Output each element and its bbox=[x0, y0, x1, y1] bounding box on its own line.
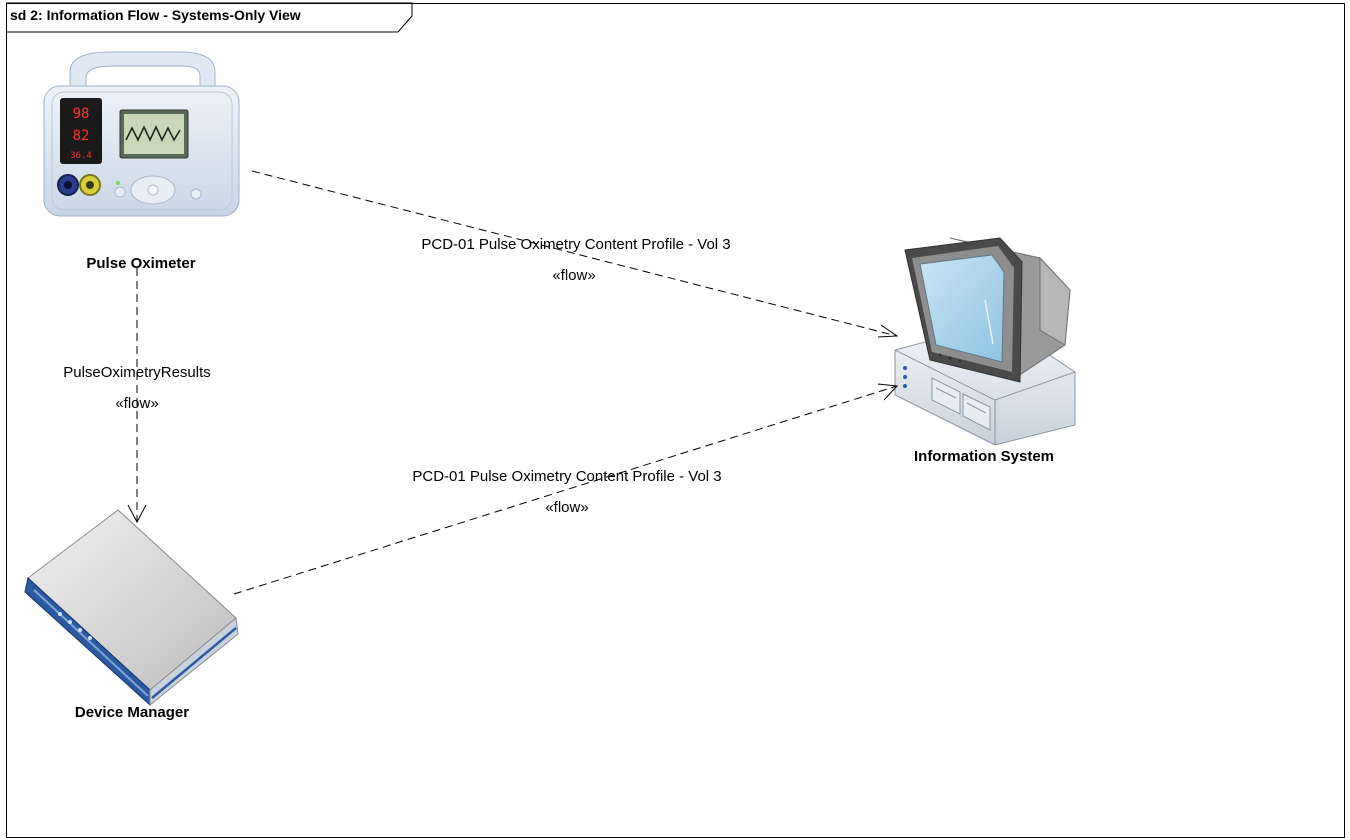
flow-3-name: PCD-01 Pulse Oximetry Content Profile - … bbox=[412, 468, 722, 485]
information-system-label: Information System bbox=[913, 448, 1055, 465]
diagram-frame bbox=[6, 3, 1345, 838]
flow-2-name: PulseOximetryResults bbox=[63, 364, 211, 381]
flow-1-stereotype: «flow» bbox=[552, 267, 596, 284]
spo2-readout: 98 bbox=[73, 106, 90, 122]
flow-oximeter-to-device-manager bbox=[127, 268, 147, 524]
pulse-oximeter-label: Pulse Oximeter bbox=[86, 255, 196, 272]
pulse-oximeter-icon: 98 82 36.4 bbox=[43, 51, 240, 217]
temp-readout: 36.4 bbox=[70, 151, 92, 161]
frame-title: sd 2: Information Flow - Systems-Only Vi… bbox=[10, 7, 301, 23]
information-system-icon bbox=[894, 237, 1076, 446]
flow-oximeter-to-information-system bbox=[251, 170, 899, 338]
flow-device-manager-to-information-system bbox=[233, 383, 899, 595]
flow-2-stereotype: «flow» bbox=[115, 395, 159, 412]
flow-3-stereotype: «flow» bbox=[545, 499, 589, 516]
flow-1-name: PCD-01 Pulse Oximetry Content Profile - … bbox=[421, 236, 731, 253]
device-manager-icon bbox=[24, 509, 239, 707]
pulse-readout: 82 bbox=[73, 128, 90, 144]
device-manager-label: Device Manager bbox=[74, 704, 190, 721]
